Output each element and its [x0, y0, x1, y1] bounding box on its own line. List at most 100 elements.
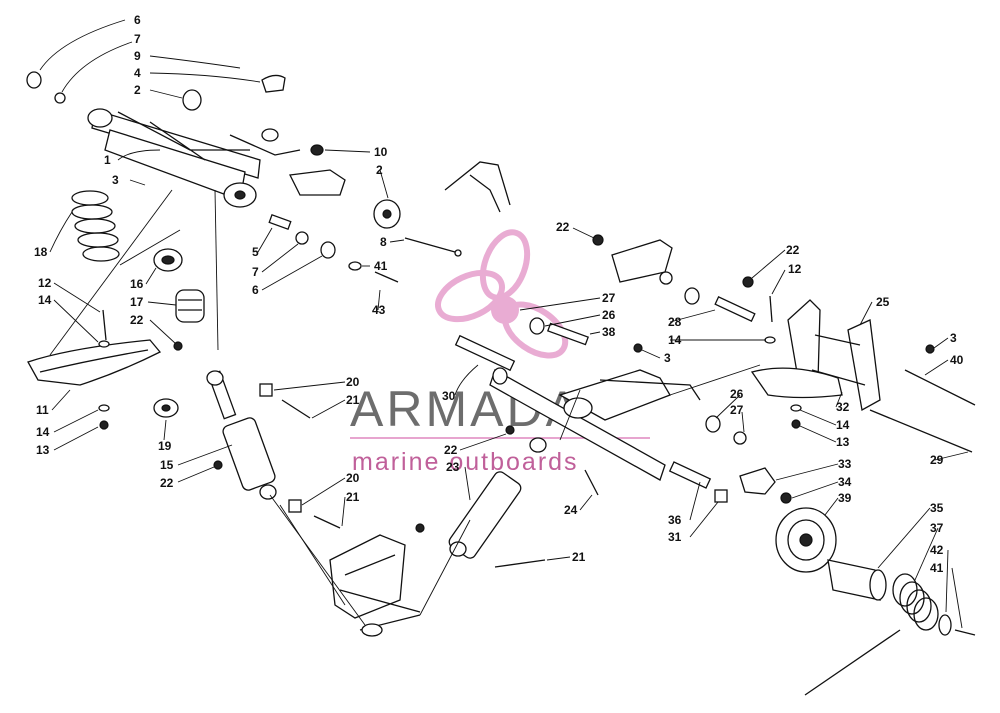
callout-7: 7 — [252, 265, 259, 279]
callout-36: 36 — [668, 513, 682, 527]
callout-13: 13 — [36, 443, 50, 457]
callout-25: 25 — [876, 295, 890, 309]
callout-14: 14 — [668, 333, 682, 347]
washer-27-lower — [733, 431, 747, 445]
pin-30 — [454, 334, 516, 372]
bolt-21-lower — [313, 515, 341, 529]
spacer-36 — [668, 461, 712, 489]
washer-14-mid — [764, 336, 776, 344]
callout-20: 20 — [346, 471, 360, 485]
callout-21: 21 — [346, 393, 360, 407]
bolt-12-left — [102, 309, 107, 341]
washer-14-lower — [98, 404, 110, 412]
nut-34 — [780, 492, 792, 504]
callout-21: 21 — [572, 550, 586, 564]
callout-42: 42 — [930, 543, 944, 557]
callout-31: 31 — [668, 530, 682, 544]
callout-14: 14 — [836, 418, 850, 432]
callout-23: 23 — [446, 460, 460, 474]
bushing-26-upper — [684, 287, 700, 305]
bolt-8 — [404, 237, 462, 257]
callout-5: 5 — [252, 245, 259, 259]
bushing-7-top — [54, 92, 66, 104]
spacer-38 — [547, 322, 589, 346]
washer-7 — [295, 231, 309, 245]
washer-14-right — [790, 404, 802, 412]
callout-34: 34 — [838, 475, 852, 489]
front-arm-assembly — [87, 108, 346, 208]
callout-22: 22 — [444, 443, 458, 457]
callout-24: 24 — [564, 503, 578, 517]
tube-35 — [827, 559, 887, 601]
callout-27: 27 — [602, 291, 616, 305]
rear-bracket-25 — [787, 299, 881, 412]
nut-22-right — [742, 276, 754, 288]
callout-labels: 6 7 9 4 2 10 2 1 3 8 5 7 41 6 43 18 12 1… — [34, 13, 964, 575]
callout-12: 12 — [38, 276, 52, 290]
bushing-2-mid — [373, 199, 401, 229]
callout-28: 28 — [668, 315, 682, 329]
callout-14: 14 — [38, 293, 52, 307]
bolt-12-right — [769, 295, 773, 323]
callout-29: 29 — [930, 453, 944, 467]
callout-33: 33 — [838, 457, 852, 471]
bolt-24 — [584, 469, 599, 496]
callout-37: 37 — [930, 521, 944, 535]
callout-30: 30 — [442, 389, 456, 403]
spacer-31 — [714, 489, 728, 503]
callout-15: 15 — [160, 458, 174, 472]
bushing-2-upper — [182, 89, 202, 111]
callout-43: 43 — [372, 303, 386, 317]
callout-6: 6 — [252, 283, 259, 297]
callout-3: 3 — [950, 331, 957, 345]
callout-1: 1 — [104, 153, 111, 167]
callout-2: 2 — [134, 83, 141, 97]
spacer-5 — [268, 213, 292, 231]
callout-6: 6 — [134, 13, 141, 27]
washer-14-left — [98, 340, 110, 348]
callout-3: 3 — [664, 351, 671, 365]
callout-26: 26 — [602, 308, 616, 322]
nut-3-mid — [633, 343, 643, 353]
nut-3-right — [925, 344, 935, 354]
bolt-41 — [954, 629, 976, 636]
bracket-upper-right — [444, 161, 511, 213]
wheel-39 — [775, 507, 837, 573]
lower-mount-bracket — [329, 534, 421, 637]
bracket-4 — [261, 74, 286, 93]
pin-28 — [714, 296, 756, 322]
callout-21: 21 — [346, 490, 360, 504]
bolt-40 — [904, 369, 976, 406]
bolt-21-upper — [281, 399, 311, 419]
callout-40: 40 — [950, 353, 964, 367]
callout-7: 7 — [134, 32, 141, 46]
callout-14: 14 — [36, 425, 50, 439]
callout-22: 22 — [786, 243, 800, 257]
callout-22: 22 — [130, 313, 144, 327]
callout-3: 3 — [112, 173, 119, 187]
callout-38: 38 — [602, 325, 616, 339]
spacer-20-lower — [288, 499, 302, 513]
spring-18 — [71, 190, 120, 262]
nut-22-lower — [213, 460, 223, 470]
nut-22-plate — [592, 234, 604, 246]
callout-13: 13 — [836, 435, 850, 449]
callout-20: 20 — [346, 375, 360, 389]
nut-10 — [310, 144, 324, 156]
shock-absorber-23 — [448, 437, 547, 559]
washer-41 — [348, 261, 362, 271]
bushing-6-top — [26, 71, 42, 89]
callout-10: 10 — [374, 145, 388, 159]
callout-16: 16 — [130, 277, 144, 291]
bumper-16 — [153, 248, 183, 272]
callout-27: 27 — [730, 403, 744, 417]
callout-35: 35 — [930, 501, 944, 515]
grommet-19 — [153, 398, 179, 418]
callout-39: 39 — [838, 491, 852, 505]
spring-seat-11 — [27, 339, 162, 386]
callout-41: 41 — [930, 561, 944, 575]
rear-arm-assembly — [489, 367, 701, 481]
bushing-26-lower — [705, 415, 721, 433]
bracket-33 — [739, 467, 776, 495]
callout-8: 8 — [380, 235, 387, 249]
